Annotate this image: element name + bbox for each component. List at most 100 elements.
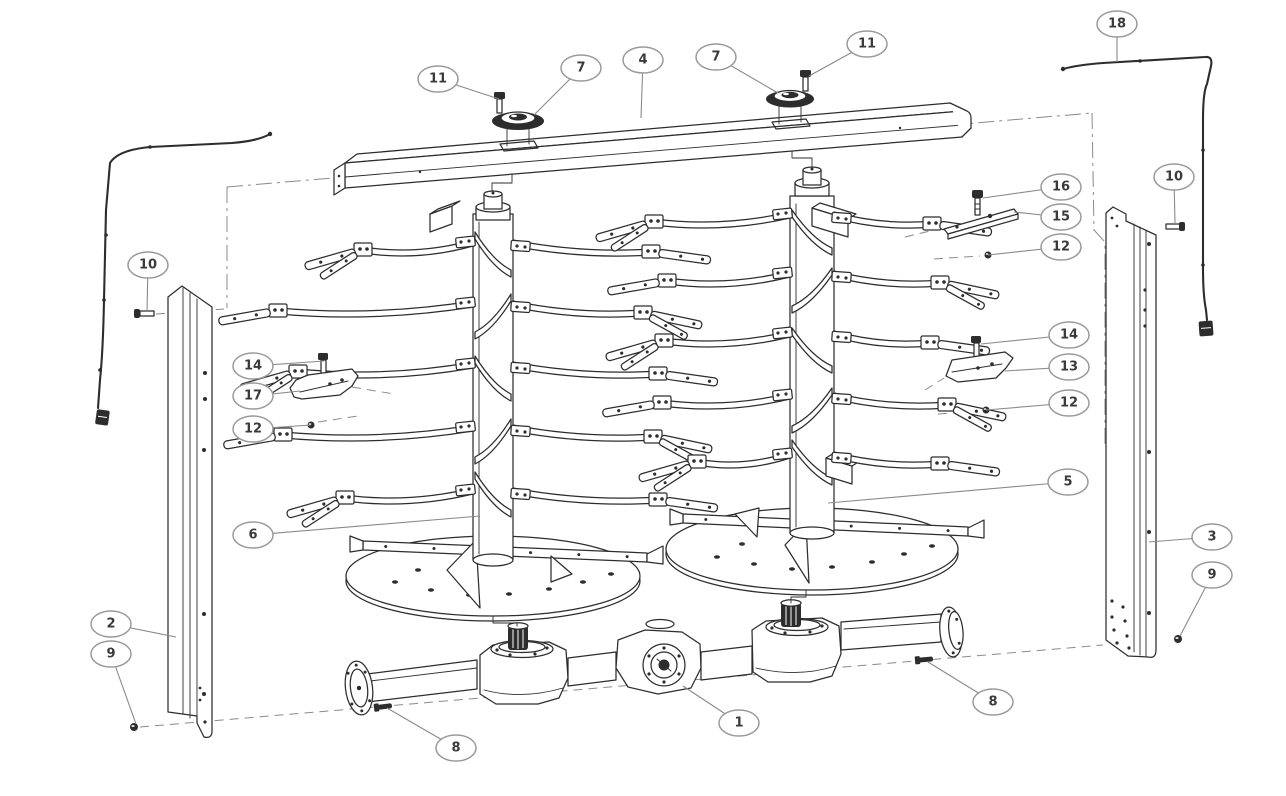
right-rotor-gearbox <box>751 589 842 683</box>
blade-bolt-14-right <box>971 336 981 364</box>
bearing-flange-left <box>492 111 544 147</box>
callout-13: 13 <box>1048 353 1090 381</box>
callout-7: 7 <box>695 43 737 71</box>
callout-1: 1 <box>718 709 760 737</box>
callout-number: 16 <box>1052 180 1070 195</box>
left-splined-coupler <box>507 622 529 650</box>
flail-blade-set <box>937 397 1007 432</box>
flail-blade-set <box>648 366 719 387</box>
callout-number: 13 <box>1060 360 1078 375</box>
callout-9: 9 <box>1191 561 1233 589</box>
flail-blade-set <box>286 490 355 528</box>
left-rotor-gearbox <box>479 615 569 705</box>
callout-number: 15 <box>1052 210 1070 225</box>
lock-nut-9-left <box>130 723 138 731</box>
beam-cutout-left <box>499 140 539 152</box>
flail-blade-set <box>633 305 703 340</box>
callout-number: 14 <box>1060 328 1078 343</box>
callout-number: 6 <box>248 528 257 543</box>
callout-12: 12 <box>1048 389 1090 417</box>
callout-14: 14 <box>232 352 274 380</box>
right-cable-connector <box>1198 320 1214 337</box>
callout-number: 7 <box>576 61 585 76</box>
right-drive-tube <box>840 613 942 651</box>
callout-number: 11 <box>858 37 876 52</box>
callout-number: 17 <box>244 389 262 404</box>
right-splined-coupler <box>780 599 802 627</box>
driveline <box>344 589 964 716</box>
left-cable-connector <box>95 409 110 426</box>
callout-17: 17 <box>232 382 274 410</box>
callout-number: 9 <box>106 647 115 662</box>
callout-number: 1 <box>734 716 743 731</box>
carriage-bolt-16 <box>972 190 983 216</box>
flail-blade-set <box>605 333 674 371</box>
left-drive-tube <box>366 659 478 703</box>
callout-number: 9 <box>1207 568 1216 583</box>
callout-4: 4 <box>622 46 664 74</box>
callout-18: 18 <box>1096 10 1138 38</box>
clamp-plate-15 <box>943 208 1019 240</box>
hardware-left <box>130 309 359 731</box>
callout-number: 8 <box>451 741 460 756</box>
tube-bolt-left <box>373 703 392 712</box>
callout-number: 14 <box>244 359 262 374</box>
plate-bolt-10-left <box>134 309 155 318</box>
callout-number: 5 <box>1063 475 1072 490</box>
callout-12: 12 <box>1040 233 1082 261</box>
callout-number: 7 <box>711 50 720 65</box>
spiral-rotor-assemblies <box>218 166 1007 622</box>
lock-nut-9-right <box>1174 635 1182 643</box>
right-end-flange <box>939 606 964 658</box>
callout-number: 8 <box>988 695 997 710</box>
callout-3: 3 <box>1191 523 1233 551</box>
callout-number: 2 <box>106 617 115 632</box>
callout-number: 10 <box>1165 170 1183 185</box>
beam-rotor-link-right <box>791 150 813 167</box>
right-spiral-rotor <box>595 166 1007 596</box>
left-end-flange <box>344 660 374 716</box>
callout-10: 10 <box>127 251 169 279</box>
flail-blade-set <box>648 492 719 513</box>
right-side-plate <box>1105 206 1157 658</box>
callout-number: 11 <box>429 72 447 87</box>
beam-cutout-right <box>771 118 811 130</box>
bearing-bolt-left <box>494 92 505 114</box>
callout-15: 15 <box>1040 203 1082 231</box>
callout-11: 11 <box>846 30 888 58</box>
beam-rotor-link-left <box>491 174 513 192</box>
callout-7: 7 <box>560 54 602 82</box>
callout-number: 12 <box>244 422 262 437</box>
flail-blade-set <box>607 273 677 296</box>
callout-9: 9 <box>90 640 132 668</box>
blade-holder-13 <box>945 351 1014 383</box>
hardware-right <box>943 190 1185 643</box>
callout-10: 10 <box>1153 163 1195 191</box>
callout-5: 5 <box>1047 468 1089 496</box>
top-mounting-beam <box>333 70 972 196</box>
callout-number: 12 <box>1060 396 1078 411</box>
left-spiral-rotor <box>218 190 719 622</box>
flail-blade-set <box>304 242 373 280</box>
flail-blade-set <box>638 454 707 492</box>
flail-blade-set <box>930 275 1000 310</box>
flail-blade-set <box>930 456 1001 477</box>
right-wiring-harness <box>1060 55 1214 337</box>
callout-11: 11 <box>417 65 459 93</box>
callout-2: 2 <box>90 610 132 638</box>
left-side-plate <box>167 285 213 738</box>
callout-number: 3 <box>1207 530 1216 545</box>
tube-bolt-right <box>914 656 933 665</box>
callout-14: 14 <box>1048 321 1090 349</box>
callout-8: 8 <box>972 688 1014 716</box>
center-gearbox <box>615 618 702 695</box>
callout-8: 8 <box>435 734 477 762</box>
blade-holder-17 <box>289 368 359 400</box>
callout-16: 16 <box>1040 173 1082 201</box>
callout-number: 10 <box>139 258 157 273</box>
callout-number: 4 <box>638 53 647 68</box>
callout-number: 18 <box>1108 17 1126 32</box>
